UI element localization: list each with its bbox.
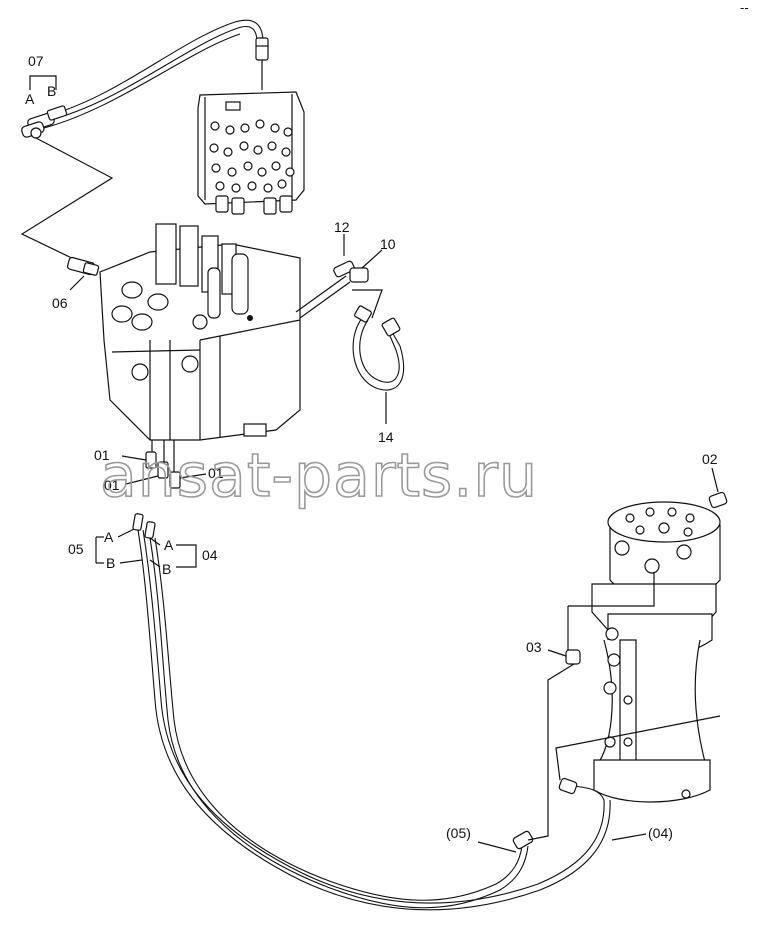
label-group-07: 07 A B [25, 53, 57, 107]
pilot-valve-ports [209, 119, 295, 193]
label-03: 03 [526, 639, 542, 655]
label-14: 14 [378, 429, 394, 445]
hose-05-04 [132, 513, 611, 911]
label-04-a: A [164, 537, 174, 553]
label-01-a: 01 [94, 447, 110, 463]
fitting-06 [66, 256, 100, 291]
fitting-03 [527, 572, 721, 841]
label-04: 04 [202, 547, 218, 563]
hose-07 [43, 19, 269, 129]
label-07: 07 [28, 53, 44, 69]
label-06: 06 [52, 295, 68, 311]
label-05-b: B [106, 555, 115, 571]
label-07-a: A [25, 91, 35, 107]
corner-mark: -- [740, 0, 749, 15]
label-05-a: A [104, 529, 114, 545]
label-05-paren: (05) [446, 825, 471, 841]
label-02: 02 [702, 451, 718, 467]
leader-04p [611, 833, 647, 841]
label-04-paren: (04) [648, 825, 673, 841]
leader-07-06 [20, 137, 114, 263]
watermark: ansat-parts.ru [100, 441, 538, 511]
label-05: 05 [68, 541, 84, 557]
label-10: 10 [380, 236, 396, 252]
label-group-05: 05 A B [68, 526, 143, 571]
fittings-01 [121, 440, 207, 489]
label-12: 12 [334, 219, 350, 235]
fittings-07 [21, 105, 68, 139]
fitting-02 [708, 467, 728, 509]
control-valve [99, 223, 301, 441]
label-04-b: B [162, 561, 171, 577]
swivel-joint [591, 501, 721, 803]
pilot-valve-block [197, 91, 305, 215]
hose-14 [352, 305, 405, 424]
label-07-b: B [47, 83, 56, 99]
leader-05p [477, 841, 517, 853]
pipe-12 [295, 234, 383, 319]
label-01-c: 01 [208, 465, 224, 481]
label-01-b: 01 [104, 477, 120, 493]
